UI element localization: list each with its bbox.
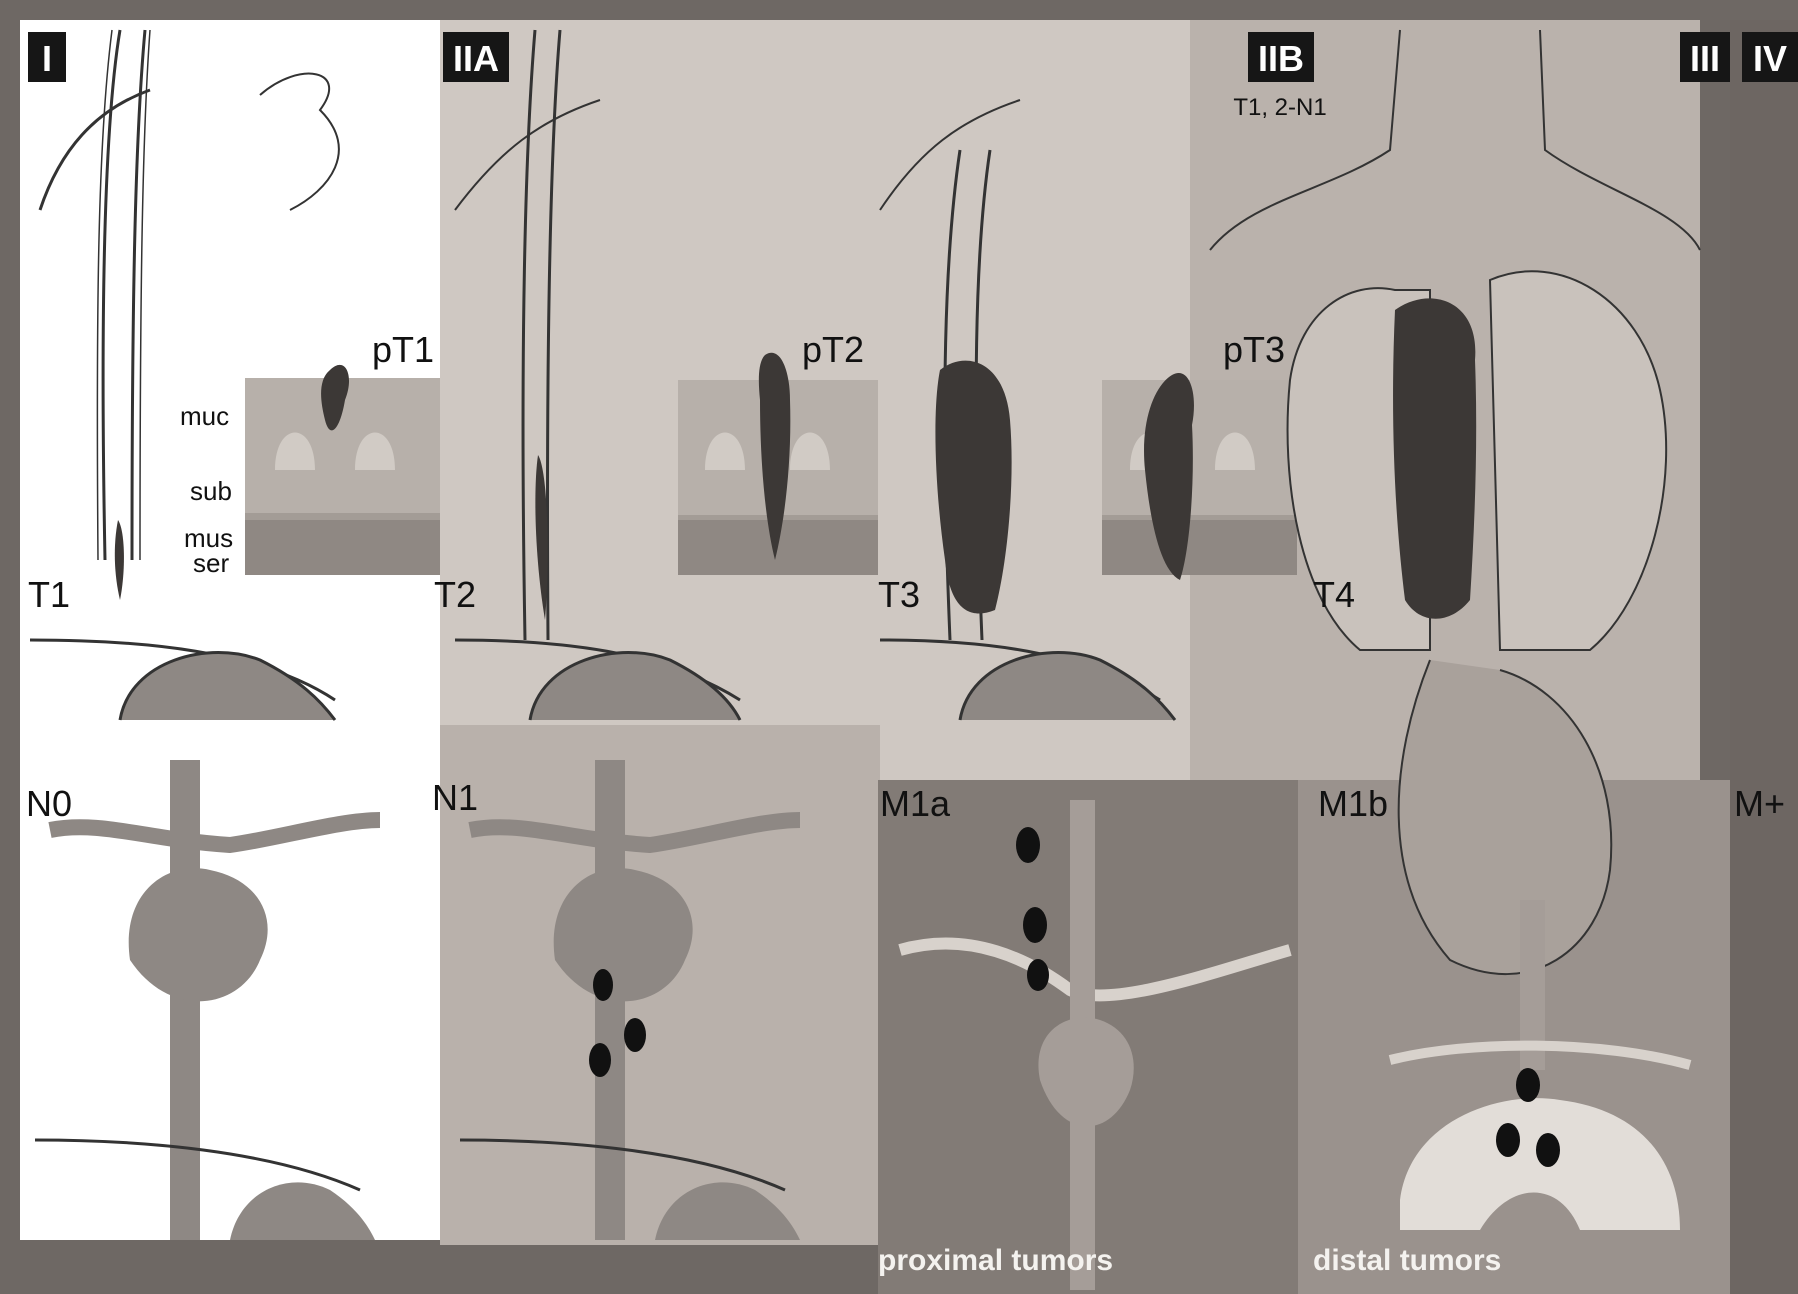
lymph-node: [1027, 959, 1049, 991]
stage-badge-iv-label: IV: [1753, 38, 1787, 79]
lymph-node: [1516, 1068, 1540, 1102]
stage-iib-mucosa-section: [1102, 380, 1297, 575]
label-m1a: M1a: [880, 783, 951, 824]
label-layer-sub: sub: [190, 476, 232, 506]
stage-badge-iv: IV: [1742, 32, 1798, 82]
label-pt1: pT1: [372, 329, 434, 370]
stage-badge-iia: IIA: [443, 32, 509, 82]
label-t2: T2: [434, 574, 476, 615]
stage-badge-i: I: [28, 32, 66, 82]
label-t3: T3: [878, 574, 920, 615]
label-layer-muc: muc: [180, 401, 229, 431]
caption-proximal-tumors: proximal tumors: [878, 1244, 1113, 1277]
label-pt3: pT3: [1223, 329, 1285, 370]
caption-distal-tumors: distal tumors: [1313, 1244, 1501, 1277]
stage-badge-i-label: I: [42, 38, 52, 79]
stage-badge-iia-label: IIA: [453, 38, 499, 79]
lymph-node: [593, 969, 613, 1001]
lymph-node: [1016, 827, 1040, 863]
label-pt2: pT2: [802, 329, 864, 370]
label-n1: N1: [432, 777, 478, 818]
label-m-plus: M+: [1734, 783, 1785, 824]
label-m1b: M1b: [1318, 783, 1388, 824]
label-n0: N0: [26, 783, 72, 824]
stage-badge-iib: IIB: [1248, 32, 1314, 82]
label-layer-ser: ser: [193, 548, 229, 578]
label-t1: T1: [28, 574, 70, 615]
stage-badge-iii-label: III: [1690, 38, 1720, 79]
lymph-node: [624, 1018, 646, 1052]
panel-stage-i: [20, 20, 440, 1240]
stage-badge-iii: III: [1680, 32, 1730, 82]
lymph-node: [1536, 1133, 1560, 1167]
tumor-t4: [1393, 298, 1476, 618]
lymph-node: [1023, 907, 1047, 943]
label-t4: T4: [1313, 574, 1355, 615]
stage-iib-sublabel: T1, 2-N1: [1233, 94, 1326, 121]
lymph-node: [589, 1043, 611, 1077]
lymph-node: [1496, 1123, 1520, 1157]
panel-stage-iv-strip: [1730, 20, 1798, 1294]
stage-badge-iib-label: IIB: [1258, 38, 1304, 79]
